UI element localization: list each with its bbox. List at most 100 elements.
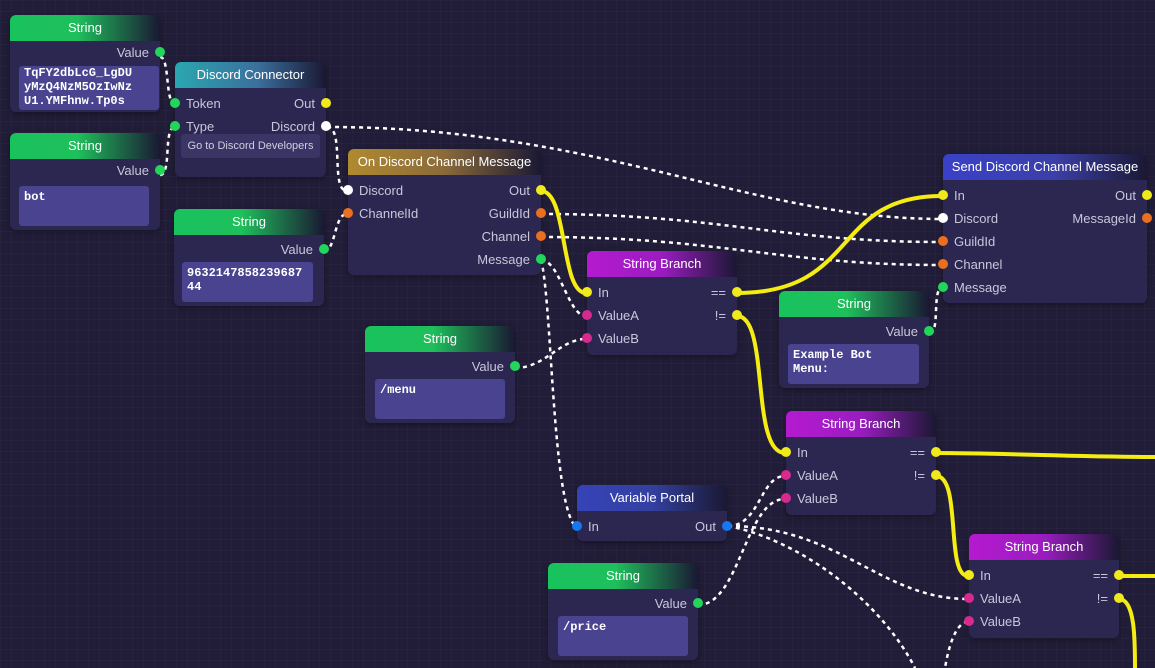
- discord-label: Discord: [270, 119, 315, 134]
- discord-row: Discord Out: [343, 179, 546, 202]
- type-row: Type Discord: [170, 115, 331, 138]
- string-branch-node-1[interactable]: String Branch In == ValueA != ValueB: [582, 251, 742, 355]
- message-input-pin[interactable]: [938, 282, 948, 292]
- equal-exec-pin[interactable]: [931, 447, 941, 457]
- channelid-input-pin[interactable]: [343, 208, 353, 218]
- wire-portal-valuea2: [727, 474, 786, 528]
- out-exec-pin[interactable]: [1142, 190, 1152, 200]
- equal-label: ==: [909, 445, 925, 460]
- channel-output-pin[interactable]: [536, 231, 546, 241]
- channel-row: Channel: [938, 253, 1147, 276]
- variable-portal-node[interactable]: Variable Portal In Out: [572, 485, 732, 541]
- value-label: Value: [280, 242, 313, 257]
- valuea-label: ValueA: [980, 591, 1021, 606]
- valueb-input-pin[interactable]: [582, 333, 592, 343]
- send-discord-channel-message-node[interactable]: Send Discord Channel Message In Out Disc…: [938, 154, 1152, 303]
- value-output-pin[interactable]: [924, 326, 934, 336]
- message-label: Message: [477, 252, 530, 267]
- value-label: Value: [885, 324, 918, 339]
- string-text-field[interactable]: /price: [558, 616, 688, 656]
- in-exec-pin[interactable]: [781, 447, 791, 457]
- wire-guildid-send: [540, 212, 943, 244]
- message-row: Message: [938, 276, 1147, 299]
- valuea-label: ValueA: [797, 468, 838, 483]
- channelid-row: ChannelId GuildId: [343, 202, 546, 225]
- value-output-row: Value: [779, 320, 934, 343]
- type-input-pin[interactable]: [170, 121, 180, 131]
- value-output-pin[interactable]: [510, 361, 520, 371]
- in-exec-pin[interactable]: [964, 570, 974, 580]
- guildid-output-pin[interactable]: [536, 208, 546, 218]
- string-node-type[interactable]: String Value bot: [10, 133, 165, 230]
- discord-connector-node[interactable]: Discord Connector Token Out Type Discord…: [170, 62, 331, 177]
- string-text-field[interactable]: Example Bot Menu:: [788, 344, 919, 384]
- value-output-row: Value: [548, 592, 703, 615]
- string-branch-node-2[interactable]: String Branch In == ValueA != ValueB: [781, 411, 941, 515]
- valuea-input-pin[interactable]: [781, 470, 791, 480]
- token-input-pin[interactable]: [170, 98, 180, 108]
- not-equal-exec-pin[interactable]: [931, 470, 941, 480]
- valueb-input-pin[interactable]: [781, 493, 791, 503]
- in-label: In: [797, 445, 808, 460]
- valuea-input-pin[interactable]: [964, 593, 974, 603]
- discord-row: Discord MessageId: [938, 207, 1152, 230]
- channel-input-pin[interactable]: [938, 259, 948, 269]
- developers-link-button[interactable]: Go to Discord Developers: [181, 134, 320, 158]
- out-exec-pin[interactable]: [536, 185, 546, 195]
- valueb-input-pin[interactable]: [964, 616, 974, 626]
- messageid-label: MessageId: [1072, 211, 1136, 226]
- valuea-row: ValueA !=: [781, 464, 941, 487]
- node-title: Send Discord Channel Message: [943, 154, 1147, 180]
- guildid-input-pin[interactable]: [938, 236, 948, 246]
- discord-input-pin[interactable]: [938, 213, 948, 223]
- on-discord-channel-message-node[interactable]: On Discord Channel Message Discord Out C…: [343, 149, 546, 275]
- guildid-label: GuildId: [954, 234, 996, 249]
- messageid-output-pin[interactable]: [1142, 213, 1152, 223]
- string-node-price[interactable]: String Value /price: [548, 563, 703, 660]
- node-title: String: [10, 133, 160, 159]
- string-text-field[interactable]: TqFY2dbLcG_LgDU yMzQ4NzM5OzIwNz U1.YMFhn…: [19, 66, 159, 110]
- equal-exec-pin[interactable]: [1114, 570, 1124, 580]
- string-text-field[interactable]: bot: [19, 186, 149, 226]
- valuea-row: ValueA !=: [582, 304, 742, 327]
- discord-input-pin[interactable]: [343, 185, 353, 195]
- message-output-pin[interactable]: [536, 254, 546, 264]
- string-node-menu[interactable]: String Value /menu: [365, 326, 520, 423]
- value-label: Value: [116, 45, 149, 60]
- valuea-input-pin[interactable]: [582, 310, 592, 320]
- equal-label: ==: [710, 285, 726, 300]
- string-text-field[interactable]: 963214785823968744: [182, 262, 313, 302]
- valueb-row: ValueB: [781, 487, 936, 510]
- in-row: In ==: [582, 281, 742, 304]
- string-node-token[interactable]: String Value TqFY2dbLcG_LgDU yMzQ4NzM5Oz…: [10, 15, 165, 112]
- wire-event-out-branch1: [540, 189, 587, 295]
- value-output-pin[interactable]: [155, 47, 165, 57]
- in-exec-pin[interactable]: [582, 287, 592, 297]
- out-exec-pin[interactable]: [321, 98, 331, 108]
- string-text-field[interactable]: /menu: [375, 379, 505, 419]
- not-equal-label: !=: [1096, 591, 1108, 606]
- string-node-channelid[interactable]: String Value 963214785823968744: [174, 209, 329, 306]
- string-node-bot-menu[interactable]: String Value Example Bot Menu:: [779, 291, 934, 388]
- string-branch-node-3[interactable]: String Branch In == ValueA != ValueB: [964, 534, 1124, 638]
- not-equal-label: !=: [714, 308, 726, 323]
- discord-output-pin[interactable]: [321, 121, 331, 131]
- not-equal-exec-pin[interactable]: [1114, 593, 1124, 603]
- message-row: Message: [348, 248, 546, 271]
- value-output-pin[interactable]: [319, 244, 329, 254]
- node-title: String: [548, 563, 698, 589]
- equal-exec-pin[interactable]: [732, 287, 742, 297]
- discord-label: Discord: [954, 211, 999, 226]
- in-exec-pin[interactable]: [938, 190, 948, 200]
- value-output-pin[interactable]: [155, 165, 165, 175]
- in-input-pin[interactable]: [572, 521, 582, 531]
- value-output-pin[interactable]: [693, 598, 703, 608]
- not-equal-exec-pin[interactable]: [732, 310, 742, 320]
- in-label: In: [954, 188, 965, 203]
- wire-branch1-eq-send: [736, 194, 943, 295]
- wire-connector-discord-event: [326, 125, 348, 193]
- value-output-row: Value: [10, 41, 165, 64]
- out-output-pin[interactable]: [722, 521, 732, 531]
- guildid-label: GuildId: [488, 206, 530, 221]
